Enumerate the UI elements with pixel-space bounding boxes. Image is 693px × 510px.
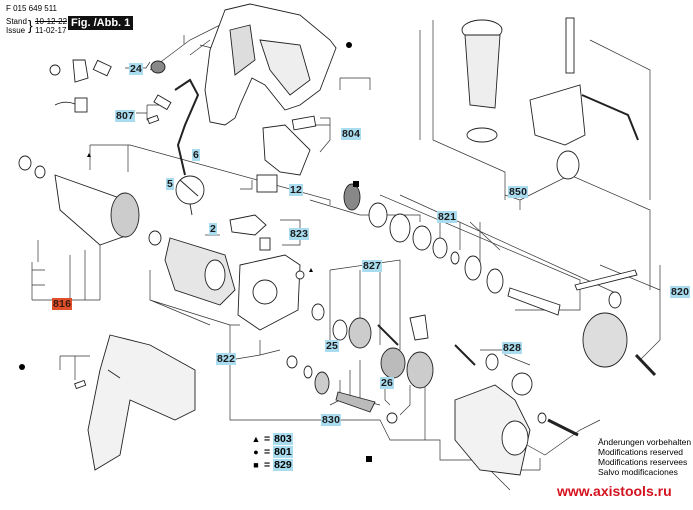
note-line: Änderungen vorbehalten	[598, 437, 692, 447]
circle-icon: ●	[253, 447, 259, 457]
part-label-821[interactable]: 821	[437, 211, 458, 223]
part-label-828[interactable]: 828	[502, 342, 523, 354]
leader-armature	[89, 144, 331, 205]
part-label-12[interactable]: 12	[289, 184, 304, 196]
note-line: Salvo modificaciones	[598, 467, 678, 477]
issue-date: 11-02-17	[35, 26, 67, 35]
part-label-830[interactable]: 830	[321, 414, 342, 426]
figure-label: Fig. /Abb. 1	[68, 16, 134, 30]
part-label-807[interactable]: 807	[115, 110, 136, 122]
legend-row-803: ▲ = 803	[251, 433, 293, 445]
part-label-24[interactable]: 24	[129, 63, 144, 75]
part-label-5[interactable]: 5	[166, 178, 175, 190]
modification-notes: Änderungen vorbehalten Modifications res…	[598, 437, 691, 477]
circle-marker-housing-left	[19, 364, 25, 370]
note-line: Modifications reserved	[598, 447, 684, 457]
square-marker-bearing	[353, 181, 359, 187]
part-label-2[interactable]: 2	[209, 223, 218, 235]
bracket: }	[28, 17, 33, 33]
issue-label: Issue	[6, 26, 26, 35]
part-label-827[interactable]: 827	[362, 260, 383, 272]
part-label-804[interactable]: 804	[341, 128, 362, 140]
part-label-6[interactable]: 6	[192, 149, 201, 161]
legend-row-829: ■ = 829	[251, 459, 293, 471]
watermark-url[interactable]: www.axistools.ru	[557, 483, 672, 499]
square-marker-gearbox	[366, 456, 372, 462]
legend-code[interactable]: 803	[273, 433, 293, 445]
document-number: F 015 649 511	[6, 4, 58, 13]
stand-date: 10-12-22	[35, 17, 68, 26]
part-label-25[interactable]: 25	[325, 340, 340, 352]
triangle-icon: ▲	[251, 434, 261, 444]
legend-row-801: ● = 801	[251, 446, 293, 458]
legend-equals: =	[264, 459, 271, 471]
square-icon: ■	[253, 460, 259, 470]
part-label-850[interactable]: 850	[508, 186, 529, 198]
part-label-822[interactable]: 822	[216, 353, 237, 365]
part-label-820[interactable]: 820	[670, 286, 691, 298]
legend-code[interactable]: 829	[273, 459, 293, 471]
legend-code[interactable]: 801	[273, 446, 293, 458]
legend-equals: =	[264, 446, 271, 458]
part-label-26[interactable]: 26	[380, 377, 395, 389]
part-label-823[interactable]: 823	[289, 228, 310, 240]
stand-label: Stand	[6, 17, 27, 26]
note-line: Modifications reservees	[598, 457, 688, 467]
triangle-marker-armature	[87, 153, 91, 157]
circle-marker-housing	[346, 42, 352, 48]
triangle-marker-flange	[309, 268, 313, 272]
part-label-816-highlighted[interactable]: 816	[52, 298, 73, 310]
legend-equals: =	[264, 433, 271, 445]
